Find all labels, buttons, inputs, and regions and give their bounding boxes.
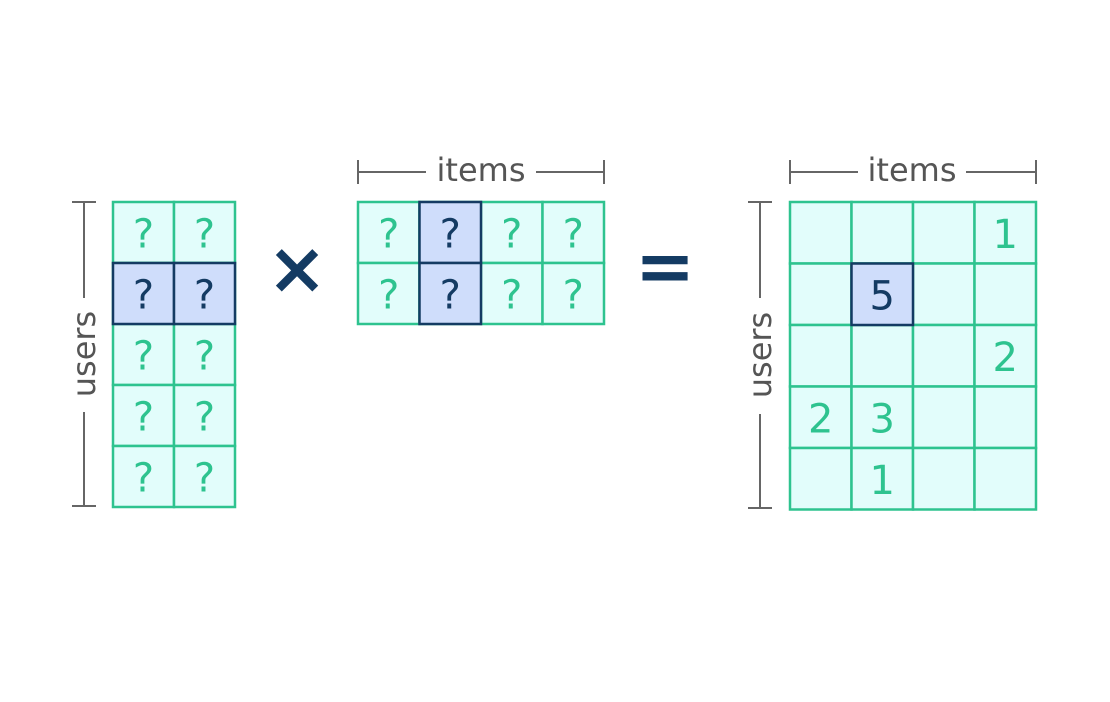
- user-matrix-cell-value: ?: [133, 395, 154, 441]
- users-axis-label: users: [65, 311, 103, 397]
- item-matrix-cell-value: ?: [440, 212, 461, 258]
- user-matrix-cell-value: ?: [194, 212, 215, 258]
- ratings-matrix-cell-value: 3: [870, 396, 895, 442]
- ratings-matrix-cell: [911, 385, 976, 450]
- user-matrix-cell: [172, 444, 237, 509]
- item-factor-matrix: ????????: [356, 200, 606, 326]
- ratings-matrix-cell: [788, 446, 853, 511]
- ratings-users-axis-label: users: [741, 312, 779, 398]
- ratings-matrix-highlight-cell: [850, 262, 915, 327]
- item-matrix-highlight-cell: [418, 200, 483, 265]
- item-matrix-cell-value: ?: [440, 273, 461, 319]
- item-matrix-cell: [479, 261, 544, 326]
- ratings-matrix-cell: [788, 323, 853, 388]
- ratings-matrix-cell-value: 5: [870, 273, 895, 319]
- ratings-matrix-cell: [911, 323, 976, 388]
- ratings-matrix-cell: [850, 200, 915, 265]
- equals-operator: =: [635, 224, 695, 308]
- ratings-matrix-cell: [788, 262, 853, 327]
- users-dimension-marker: users: [65, 201, 103, 507]
- ratings-items-dimension-marker: items: [789, 151, 1037, 189]
- ratings-matrix-cell: [911, 200, 976, 265]
- items-dimension-marker: items: [357, 151, 605, 189]
- user-matrix-cell-value: ?: [133, 456, 154, 502]
- user-matrix-cell: [172, 383, 237, 448]
- item-matrix-cell: [356, 261, 421, 326]
- multiply-operator: ×: [267, 226, 327, 310]
- ratings-matrix-cell: [788, 200, 853, 265]
- user-matrix-cell-value: ?: [133, 212, 154, 258]
- ratings-matrix-cell: [911, 446, 976, 511]
- ratings-matrix-cell-value: 1: [993, 212, 1018, 258]
- user-matrix-cell-value: ?: [133, 334, 154, 380]
- user-matrix-cell-value: ?: [194, 395, 215, 441]
- user-matrix-cell: [172, 322, 237, 387]
- ratings-matrix-cell: [911, 262, 976, 327]
- item-matrix-cell-value: ?: [501, 212, 522, 258]
- item-matrix-cell: [541, 200, 606, 265]
- user-matrix-cell-value: ?: [194, 273, 215, 319]
- user-matrix-cell-value: ?: [194, 334, 215, 380]
- ratings-matrix-cell: [850, 323, 915, 388]
- item-matrix-cell-value: ?: [501, 273, 522, 319]
- item-matrix-cell-value: ?: [378, 212, 399, 258]
- ratings-matrix-cell-value: 2: [993, 335, 1018, 381]
- ratings-users-dimension-marker: users: [741, 201, 779, 509]
- ratings-matrix-cell: [973, 385, 1038, 450]
- user-matrix-highlight-cell: [172, 261, 237, 326]
- item-matrix-cell-value: ?: [563, 212, 584, 258]
- ratings-items-axis-label: items: [868, 151, 957, 189]
- user-matrix-cell-value: ?: [194, 456, 215, 502]
- ratings-matrix-cell: [973, 200, 1038, 265]
- item-matrix-cell-value: ?: [378, 273, 399, 319]
- item-matrix-highlight-cell: [418, 261, 483, 326]
- ratings-matrix-cell: [973, 446, 1038, 511]
- ratings-matrix-cell-value: 2: [808, 396, 833, 442]
- items-axis-label: items: [437, 151, 526, 189]
- ratings-matrix-cell: [850, 385, 915, 450]
- ratings-matrix-cell-value: 1: [870, 458, 895, 504]
- item-matrix-cell-value: ?: [563, 273, 584, 319]
- user-matrix-cell-value: ?: [133, 273, 154, 319]
- user-matrix-cell: [111, 444, 176, 509]
- item-matrix-cell: [541, 261, 606, 326]
- user-factor-matrix: ??????????: [111, 200, 237, 509]
- ratings-matrix-cell: [850, 446, 915, 511]
- ratings-matrix-cell: [973, 262, 1038, 327]
